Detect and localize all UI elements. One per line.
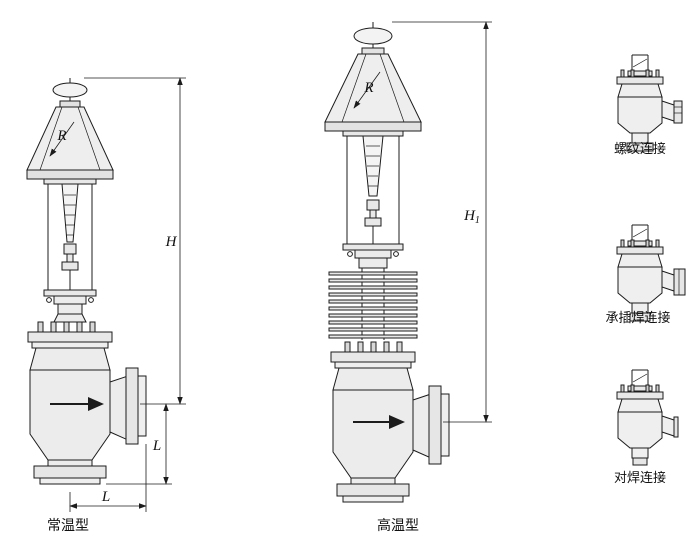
flow-arrow-left: [50, 397, 104, 411]
dim-label-l-horizontal: L: [101, 489, 110, 505]
handwheel-middle: [353, 22, 393, 55]
actuator-left: R: [26, 106, 114, 180]
dimension-L-vertical-left: L: [106, 403, 172, 485]
dimension-H1-middle: H1: [392, 21, 492, 423]
caption-normal-temp-type: 常温型: [47, 518, 89, 534]
dim-label-h1: H1: [463, 208, 480, 226]
handwheel-left: [52, 78, 88, 108]
dim-label-r-middle: R: [363, 80, 373, 96]
caption-butt-weld-connection: 对焊连接: [614, 470, 666, 485]
caption-high-temp-type: 高温型: [377, 517, 419, 534]
radiating-fins: [328, 268, 418, 340]
flow-arrow-middle: [353, 415, 405, 429]
mini-valve-butt-weld: [616, 369, 679, 466]
yoke-left: [43, 178, 97, 297]
dim-label-l-vertical: L: [152, 438, 161, 454]
valve-normal-temp: R: [26, 77, 186, 534]
caption-socket-weld-connection: 承插焊连接: [605, 310, 670, 325]
body-middle: [330, 351, 450, 503]
yoke-middle: [342, 130, 404, 269]
body-left: [27, 331, 147, 485]
bonnet-left: [37, 295, 96, 333]
mini-valve-socket-weld: [616, 224, 686, 322]
actuator-middle: R: [324, 53, 422, 132]
caption-threaded-connection: 螺纹连接: [614, 141, 666, 156]
dim-label-h: H: [165, 234, 178, 250]
bonnet-middle: [344, 341, 403, 353]
mini-valve-threaded: [616, 54, 683, 152]
valve-high-temp: R: [324, 21, 492, 534]
dimension-L-horizontal-left: L: [69, 444, 147, 512]
dim-label-r-left: R: [56, 128, 66, 144]
dimension-H-left: H: [84, 77, 186, 405]
